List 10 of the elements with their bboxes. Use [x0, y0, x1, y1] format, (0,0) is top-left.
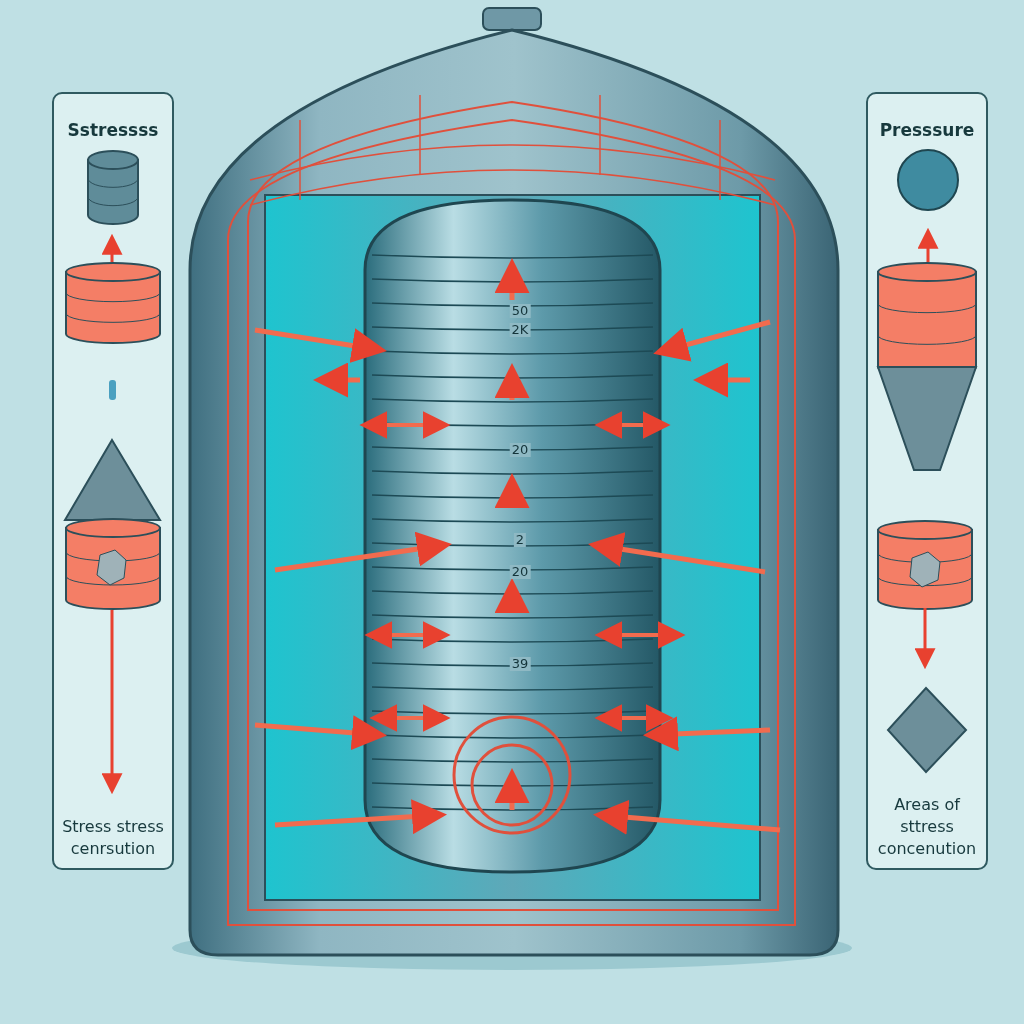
scale-number: 20 [509, 443, 531, 457]
panel-caption: Areas of sttress concenution [876, 794, 978, 860]
scale-number: 2 [513, 533, 527, 547]
panel-heading: Sstressss [66, 120, 160, 140]
scale-number: 50 [509, 304, 531, 318]
scale-number: 39 [509, 657, 531, 671]
scale-number: 20 [509, 565, 531, 579]
panel-caption: Stress stress cenrsution [61, 816, 165, 860]
panel-heading: Presssure [878, 120, 976, 140]
scale-number: 2K [509, 323, 531, 337]
